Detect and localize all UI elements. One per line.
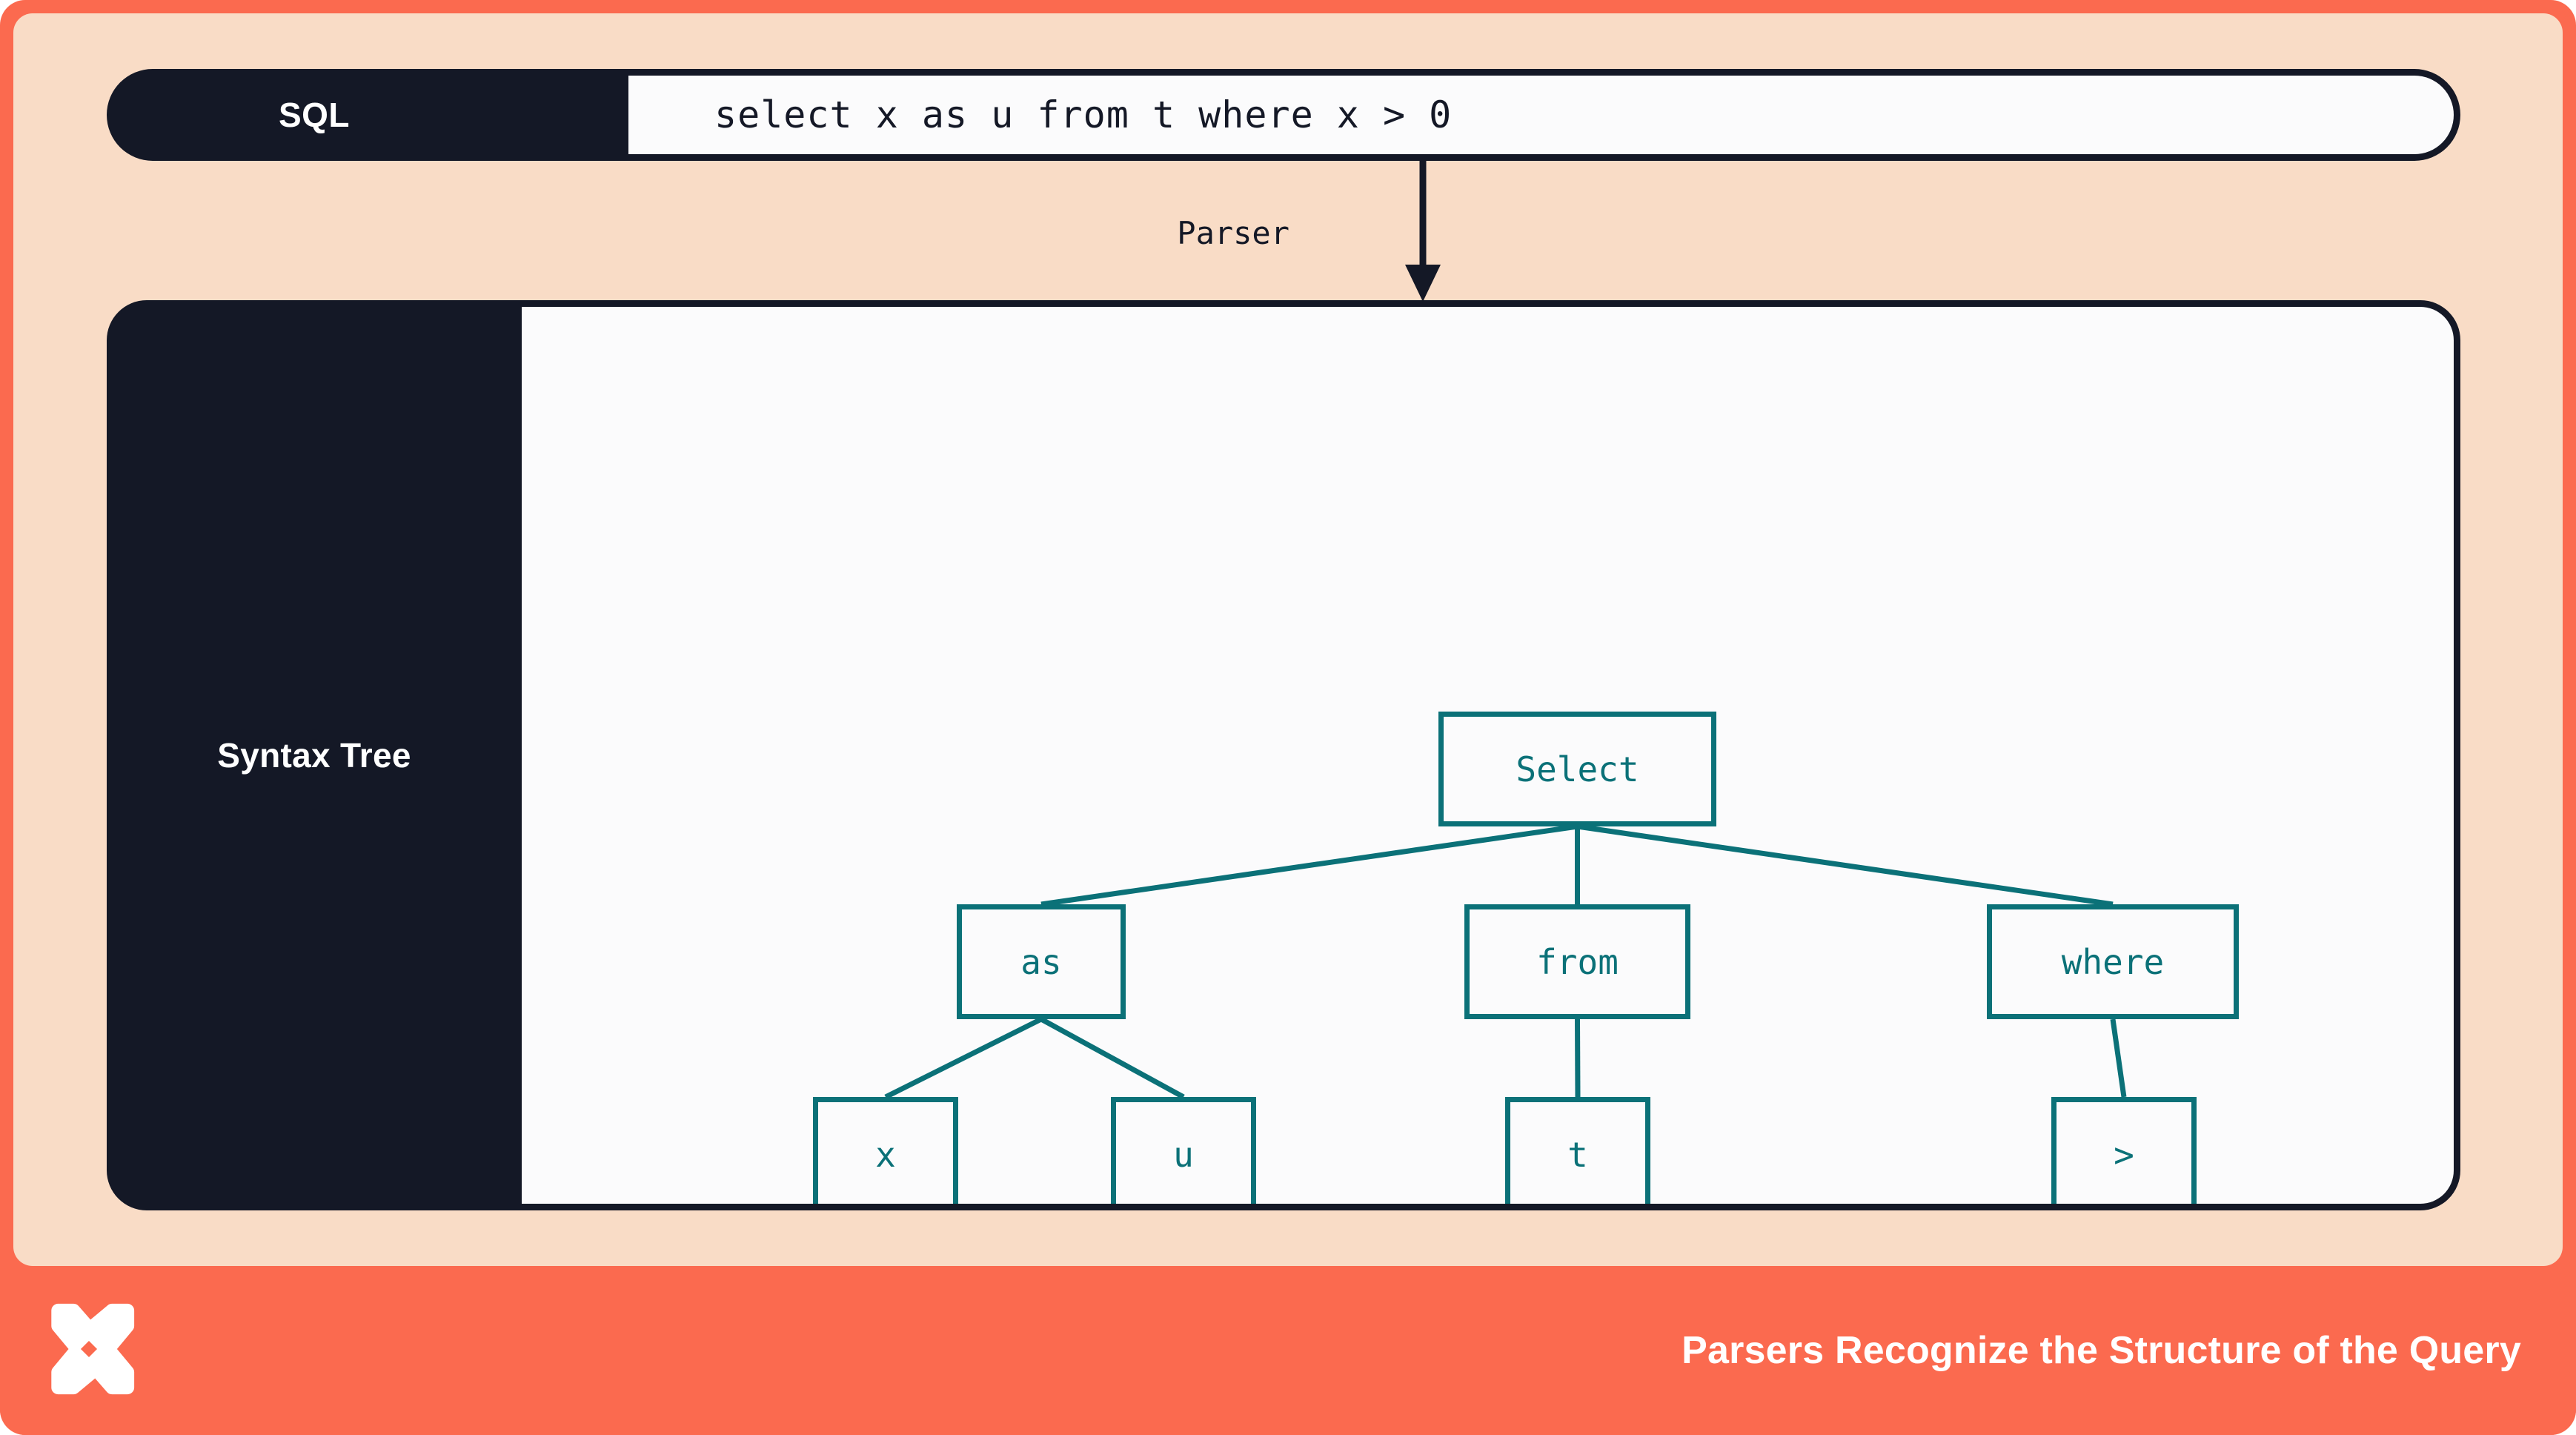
footer-bar: Parsers Recognize the Structure of the Q…	[0, 1266, 2576, 1435]
tree-node-from-t[interactable]: t	[1505, 1097, 1650, 1204]
tree-edge	[2110, 1018, 2127, 1098]
sql-row-label: SQL	[278, 96, 351, 134]
syntax-tree-sidebar-label: Syntax Tree	[217, 736, 411, 775]
tree-node-select[interactable]: Select	[1438, 712, 1716, 826]
tree-node-label: x	[875, 1134, 896, 1175]
tree-node-label: Select	[1516, 749, 1639, 789]
sql-query-text: select x as u from t where x > 0	[714, 93, 1453, 136]
sql-input-row: SQL select x as u from t where x > 0	[107, 69, 2460, 161]
tree-edge	[1575, 1018, 1581, 1098]
tree-node-label: u	[1173, 1134, 1194, 1175]
x-mark-logo-icon	[51, 1303, 135, 1395]
tree-node-as-u[interactable]: u	[1111, 1097, 1256, 1204]
tree-edge	[1576, 823, 2114, 907]
tree-edge	[1040, 823, 1579, 907]
tree-node-label: t	[1567, 1134, 1588, 1175]
tree-node-where[interactable]: where	[1987, 904, 2239, 1019]
parser-arrow-label: Parser	[1177, 215, 1289, 251]
sql-query-field[interactable]: select x as u from t where x > 0	[628, 76, 2454, 154]
footer-tagline: Parsers Recognize the Structure of the Q…	[1682, 1329, 2521, 1372]
tree-node-gt[interactable]: >	[2051, 1097, 2197, 1204]
tree-node-as[interactable]: as	[957, 904, 1126, 1019]
tree-node-label: where	[2061, 941, 2165, 982]
tree-node-label: as	[1020, 941, 1062, 982]
tree-node-label: from	[1536, 941, 1619, 982]
tree-node-as-x[interactable]: x	[813, 1097, 958, 1204]
tree-edge	[1040, 1016, 1185, 1100]
parser-down-arrow-icon	[1405, 161, 1441, 302]
tree-node-from[interactable]: from	[1464, 904, 1690, 1019]
tree-edge	[884, 1016, 1043, 1100]
syntax-tree-sidebar: Syntax Tree	[107, 300, 522, 1210]
tree-node-label: >	[2114, 1134, 2134, 1175]
syntax-tree-edges	[884, 823, 2127, 1100]
